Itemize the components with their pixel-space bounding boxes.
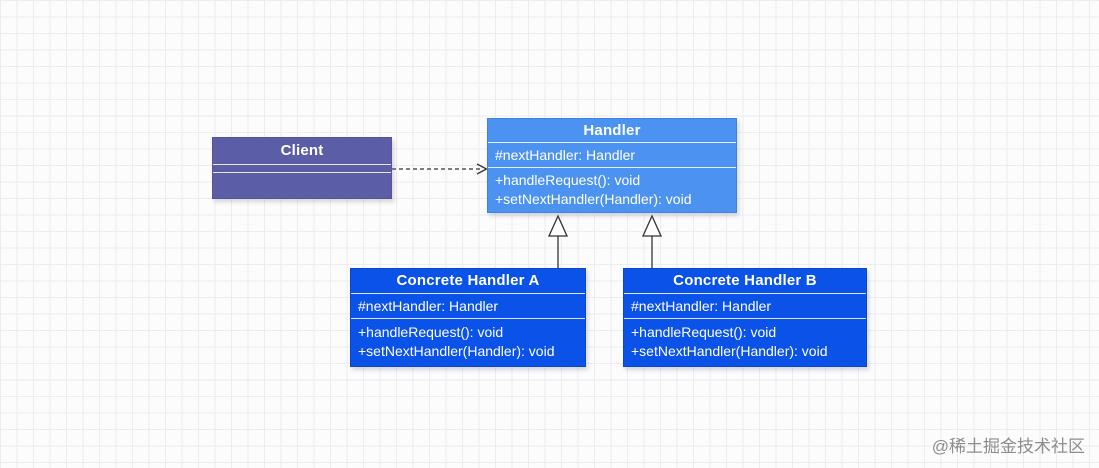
attribute: #nextHandler: Handler bbox=[495, 147, 636, 163]
class-title: Client bbox=[280, 142, 324, 159]
class-methods-compartment bbox=[213, 172, 391, 199]
class-box-client: Client bbox=[212, 137, 392, 199]
method: +setNextHandler(Handler): void bbox=[495, 191, 692, 207]
attribute: #nextHandler: Handler bbox=[358, 298, 499, 314]
class-methods-compartment: +handleRequest(): void +setNextHandler(H… bbox=[488, 167, 736, 213]
method: +setNextHandler(Handler): void bbox=[631, 343, 828, 359]
generalization-arrow-b bbox=[641, 214, 663, 268]
class-title: Handler bbox=[583, 122, 641, 139]
class-box-concrete-handler-b: Concrete Handler B #nextHandler: Handler… bbox=[623, 268, 867, 367]
method: +setNextHandler(Handler): void bbox=[358, 343, 555, 359]
class-box-handler: Handler #nextHandler: Handler +handleReq… bbox=[487, 118, 737, 213]
watermark: @稀土掘金技术社区 bbox=[931, 437, 1085, 456]
generalization-arrow-a bbox=[547, 214, 569, 268]
attribute: #nextHandler: Handler bbox=[631, 298, 772, 314]
class-attributes-compartment bbox=[213, 164, 391, 172]
method: +handleRequest(): void bbox=[631, 324, 777, 340]
dependency-arrow-client-to-handler bbox=[392, 163, 488, 175]
class-methods-compartment: +handleRequest(): void +setNextHandler(H… bbox=[351, 318, 585, 365]
method: +handleRequest(): void bbox=[358, 324, 504, 340]
class-methods-compartment: +handleRequest(): void +setNextHandler(H… bbox=[624, 318, 866, 365]
method: +handleRequest(): void bbox=[495, 172, 641, 188]
class-title: Concrete Handler B bbox=[673, 272, 817, 289]
class-attributes-compartment: #nextHandler: Handler bbox=[624, 293, 866, 318]
class-title: Concrete Handler A bbox=[396, 272, 540, 289]
class-attributes-compartment: #nextHandler: Handler bbox=[351, 293, 585, 318]
class-box-concrete-handler-a: Concrete Handler A #nextHandler: Handler… bbox=[350, 268, 586, 367]
class-attributes-compartment: #nextHandler: Handler bbox=[488, 142, 736, 167]
